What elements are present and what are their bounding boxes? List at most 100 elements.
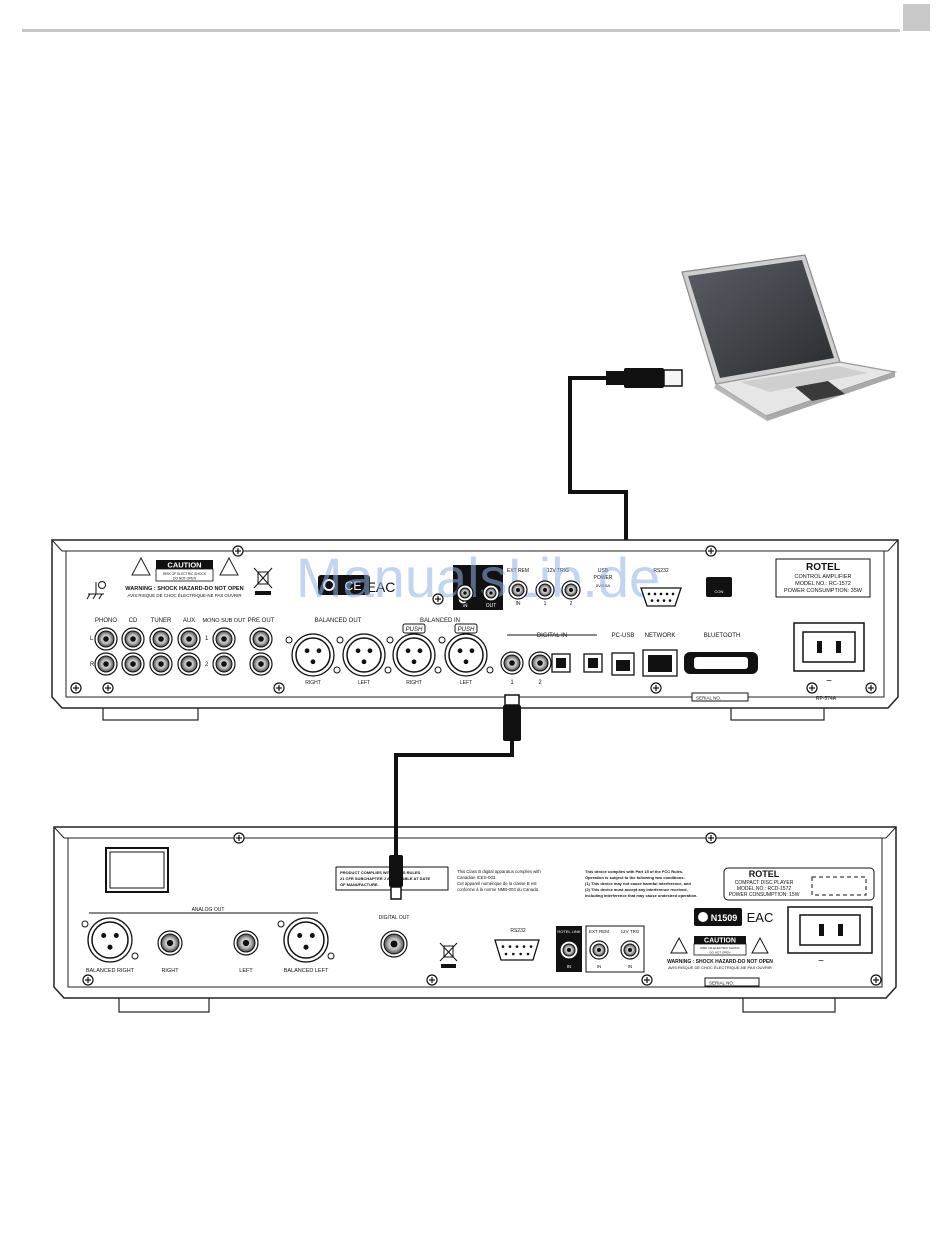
cd-eac: EAC [747, 910, 774, 925]
weee-bin-icon [253, 567, 273, 595]
bal-in-left-label: LEFT [460, 680, 472, 686]
rca-jack-icon [121, 652, 145, 676]
svg-text:SERIAL NO.: SERIAL NO. [709, 981, 734, 986]
cd-ac-inlet: ~ [787, 906, 873, 967]
xlr-connector-icon [336, 633, 392, 677]
pc-usb-label: PC-USB [612, 633, 635, 639]
usb-power-label-3: 5V/0.5A [596, 583, 611, 588]
amp-ac-symbol: ~ [826, 676, 832, 687]
pre-out-label: PRE OUT [248, 618, 275, 624]
svg-text:CAUTION: CAUTION [704, 938, 736, 945]
rca-jack-icon [212, 627, 236, 651]
input-label-phono: PHONO [95, 618, 117, 624]
ground-icon [86, 581, 106, 600]
rca-jack-icon [121, 627, 145, 651]
coax-digital-cable [389, 694, 521, 900]
rca-jack-icon [620, 940, 640, 960]
cd-balanced-right-label: BALANCED RIGHT [86, 968, 135, 974]
screw-icon [870, 974, 882, 986]
xlr-connectors [81, 633, 494, 963]
rca-jack-icon [249, 627, 273, 651]
rca-jack-icon [589, 940, 609, 960]
svg-text:IN: IN [567, 964, 572, 969]
svg-text:ROTEL LINK: ROTEL LINK [557, 929, 581, 934]
svg-text:EAC: EAC [367, 579, 396, 595]
cd-model-label: ROTEL COMPACT DISC PLAYER MODEL NO.: RCD… [723, 867, 875, 901]
rca-jack-icon [561, 580, 581, 600]
svg-text:This Class B digital apparatus: This Class B digital apparatus complies … [457, 869, 541, 874]
rca-jack-icon [233, 930, 259, 956]
digital-in-2-label: 2 [538, 680, 542, 686]
svg-text:RISK OF ELECTRIC SHOCK: RISK OF ELECTRIC SHOCK [163, 572, 207, 576]
mono-sub-out-label: MONO SUB OUT [202, 618, 246, 624]
bal-out-left-label: LEFT [358, 680, 370, 686]
input-label-cd: CD [129, 618, 138, 624]
misc-ports [494, 587, 758, 961]
screw-icon [82, 974, 94, 986]
bluetooth-label: BLUETOOTH [704, 633, 741, 639]
rotel-link-in: IN [463, 603, 468, 609]
svg-text:EXT REM: EXT REM [589, 929, 609, 934]
ce-mark-box: CE EAC [318, 575, 395, 595]
rca-jack-icon [177, 652, 201, 676]
svg-text:21 CFR SUBCHAPTER J APPLICABLE: 21 CFR SUBCHAPTER J APPLICABLE AT DATE [340, 876, 431, 881]
rca-jack-icon [528, 651, 552, 675]
cd-player [53, 826, 897, 1013]
svg-text:MODEL NO.: RC-1572: MODEL NO.: RC-1572 [795, 581, 851, 587]
cd-weee-bin-icon [439, 942, 458, 968]
usb-b-port-icon [611, 652, 635, 676]
svg-text:DO NOT OPEN: DO NOT OPEN [710, 951, 731, 955]
screw-icon [432, 593, 444, 605]
svg-text:RISK OF ELECTRIC SHOCK: RISK OF ELECTRIC SHOCK [700, 946, 739, 950]
svg-text:(2) This device must accept an: (2) This device must accept any interfer… [585, 887, 688, 892]
xlr-connector-icon [438, 633, 494, 677]
sub-2-label: 2 [205, 662, 209, 668]
ext-rem-label: EXT REM [507, 568, 529, 574]
xlr-connector-icon [285, 633, 341, 677]
screws [70, 545, 882, 986]
cd-serial-label: SERIAL NO. [704, 977, 760, 987]
channel-r-label: R [90, 662, 95, 668]
trig-1-label: 1 [544, 601, 547, 607]
rotel-link-out: OUT [486, 603, 497, 609]
canada-notice: This Class B digital apparatus complies … [457, 869, 541, 892]
rca-jack-icon [500, 651, 524, 675]
input-label-aux: AUX [183, 618, 195, 624]
page-corner-tab [903, 4, 930, 31]
rca-jack-icon [380, 930, 408, 958]
svg-text:including interference that ma: including interference that may cause un… [585, 893, 697, 898]
svg-text:COMPACT DISC PLAYER: COMPACT DISC PLAYER [735, 880, 794, 886]
amp-warning-en: WARNING : SHOCK HAZARD-DO NOT OPEN [125, 586, 243, 592]
rca-jack-icon [212, 652, 236, 676]
channel-l-label: L [90, 636, 94, 642]
n1509-mark: N1509 EAC [694, 908, 773, 926]
cd-left-label: LEFT [239, 968, 253, 974]
rca-jack-icon [149, 652, 173, 676]
svg-text:IN: IN [628, 964, 633, 969]
sub-1-label: 1 [205, 636, 209, 642]
svg-text:(1) This device may not cause: (1) This device may not cause harmful in… [585, 881, 691, 886]
push-tab-2: PUSH [454, 623, 478, 634]
svg-text:conforme à la norme NMB-003 du: conforme à la norme NMB-003 du Canada [457, 887, 539, 892]
xlr-connector-icon [81, 917, 139, 963]
amp-serial-label: SERIAL NO. [691, 692, 749, 702]
bal-in-right-label: RIGHT [406, 680, 422, 686]
screw-icon [426, 974, 438, 986]
analog-out-label: ANALOG OUT [192, 907, 225, 913]
rca-jack-icon [94, 652, 118, 676]
rca-jack-icon [94, 627, 118, 651]
amp-caution-label: CAUTION RISK OF ELECTRIC SHOCK DO NOT OP… [86, 556, 395, 600]
svg-text:IN: IN [597, 964, 602, 969]
amp-ac-inlet: ~ [793, 622, 865, 687]
cd-rs232-label: RS232 [510, 928, 526, 934]
trig-2-label: 2 [570, 601, 573, 607]
svg-text:PUSH: PUSH [458, 627, 475, 633]
svg-text:POWER CONSUMPTION: 35W: POWER CONSUMPTION: 35W [784, 588, 863, 594]
rs232-port-icon [494, 939, 540, 961]
svg-text:WARNING : SHOCK HAZARD-DO NOT: WARNING : SHOCK HAZARD-DO NOT OPEN [667, 959, 773, 965]
balanced-out-label: BALANCED OUT [315, 618, 362, 624]
amp-warning-fr: AVIS:RISQUE DE CHOC ÉLECTRIQUE-NE PAS OU… [127, 593, 241, 598]
rca-jack-icon [157, 930, 183, 956]
rca-jack-icon [508, 580, 528, 600]
